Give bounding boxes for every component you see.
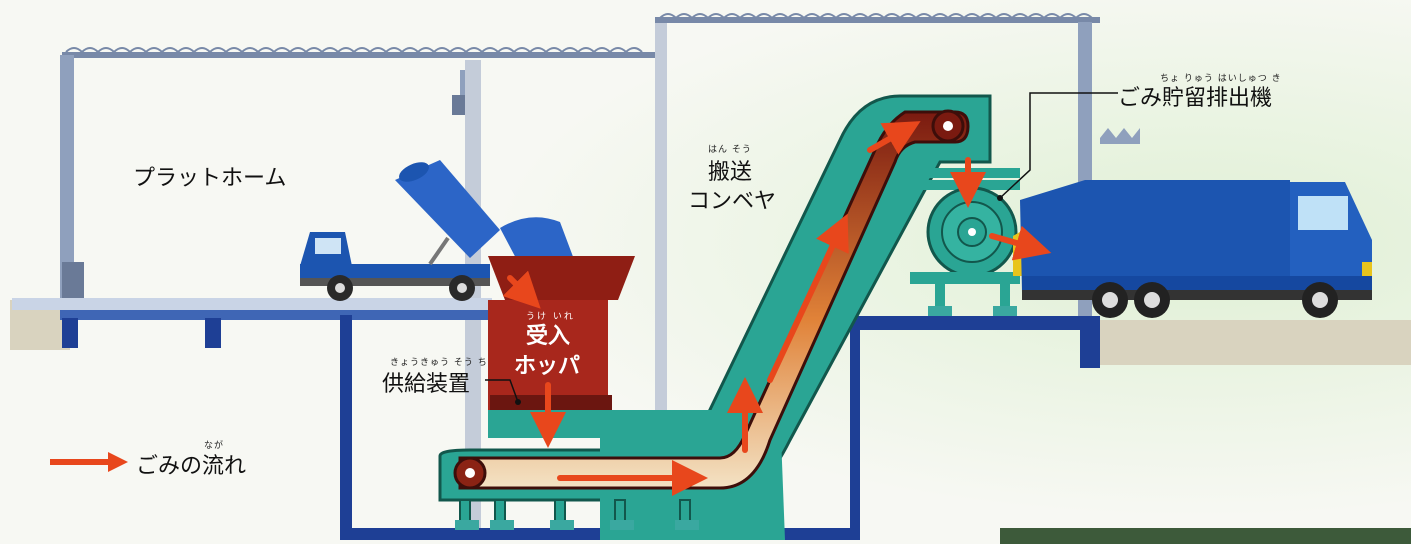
leader-dot-storage bbox=[997, 195, 1003, 201]
label-feeder: 供給装置 bbox=[382, 372, 471, 397]
ruby-storage-machine: ちょ りゅう はいしゅつ き bbox=[1160, 74, 1282, 84]
collection-truck bbox=[1020, 180, 1372, 318]
flow-arrow-top bbox=[867, 121, 921, 155]
label-conveyor-line2: コンベヤ bbox=[688, 189, 777, 214]
label-conveyor-line1: 搬送 bbox=[708, 160, 753, 185]
label-hopper-line2: ホッパ bbox=[514, 354, 581, 379]
label-hopper-line1: 受入 bbox=[526, 324, 571, 349]
platform-floor bbox=[12, 298, 492, 348]
photo-corner bbox=[1000, 528, 1411, 544]
ruby-feeder: きょうきゅう そう ち bbox=[390, 358, 488, 368]
legend-label: ごみの流れ bbox=[136, 454, 247, 479]
flow-arrow-incline-2 bbox=[767, 213, 849, 383]
waste-flow-arrows bbox=[502, 121, 1052, 496]
pit-structure bbox=[340, 314, 1100, 540]
leader-dot-feeder bbox=[515, 399, 521, 405]
leader-lines bbox=[485, 92, 1118, 403]
label-storage-machine: ごみ貯留排出機 bbox=[1118, 86, 1273, 111]
ruby-hopper: うけ いれ bbox=[526, 312, 575, 322]
ruby-conveyor: はん そう bbox=[708, 145, 752, 155]
legend-arrow bbox=[50, 452, 128, 472]
packer-truck bbox=[300, 160, 575, 301]
label-platform: プラットホーム bbox=[133, 166, 287, 191]
ruby-legend: なが bbox=[204, 441, 225, 451]
flow-arrow-into-truck bbox=[989, 225, 1052, 261]
flow-arrow-into-hopper bbox=[502, 270, 541, 309]
